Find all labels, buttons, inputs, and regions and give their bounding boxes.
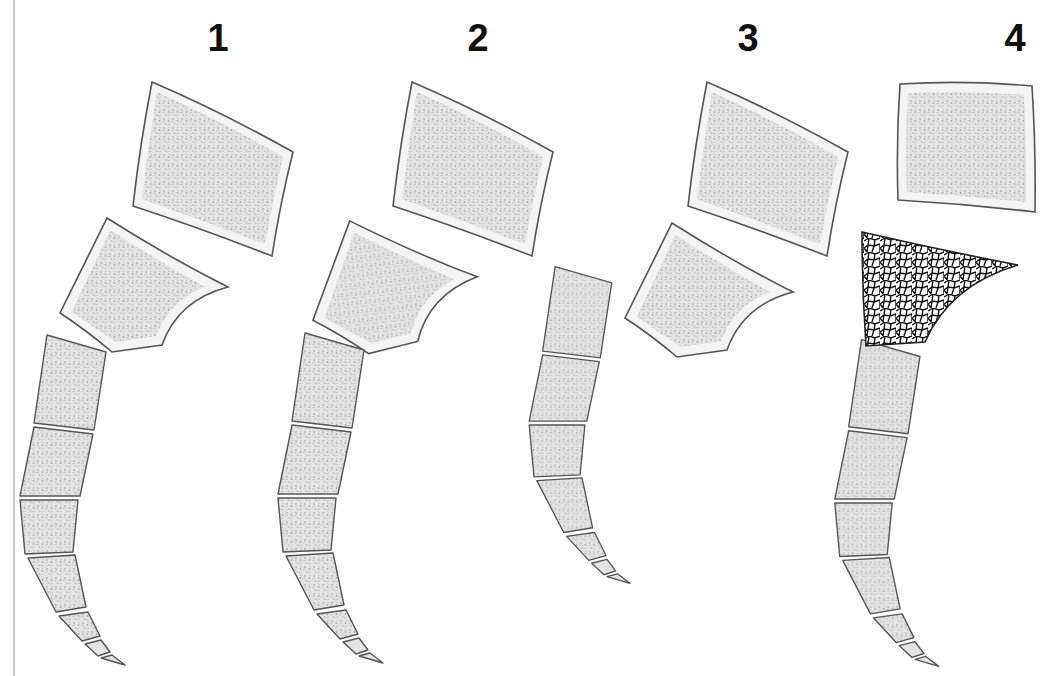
- sacrum-piece: [303, 208, 484, 359]
- coccyx-chain: [835, 340, 939, 667]
- vertebra-body: [133, 82, 293, 256]
- sacrum-piece: [625, 223, 793, 357]
- vertebra-body: [897, 82, 1035, 212]
- panel-number: 3: [737, 19, 758, 57]
- frame-line: [14, 0, 15, 676]
- panel-number: 1: [207, 19, 228, 57]
- vertebra-body: [393, 82, 553, 256]
- coccyx-chain: [20, 335, 125, 665]
- vertebra-body: [688, 82, 848, 256]
- panel-number: 2: [467, 19, 488, 57]
- sacrum-piece: [60, 218, 228, 352]
- panel-number: 4: [1004, 19, 1025, 57]
- coccyx-chain: [278, 333, 383, 663]
- meshed-sacrum: [862, 232, 1018, 346]
- coccyx-chain: [529, 267, 630, 584]
